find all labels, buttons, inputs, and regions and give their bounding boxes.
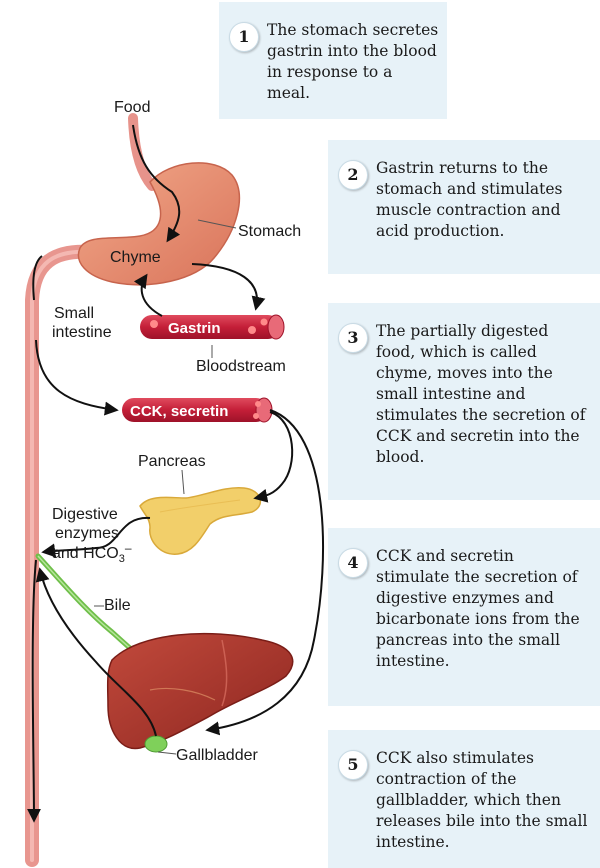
pancreas bbox=[139, 487, 262, 555]
bile-label: Bile bbox=[104, 597, 131, 614]
gastrin-vessel bbox=[140, 314, 285, 340]
bloodstream-label: Bloodstream bbox=[196, 358, 286, 375]
gallbladder-to-intestine-arrow bbox=[35, 567, 157, 737]
gallbladder-label: Gallbladder bbox=[176, 747, 259, 764]
step-number-3: 3 bbox=[338, 323, 368, 353]
cck-secretin-vessel bbox=[122, 397, 273, 423]
step-panel-4: 4 CCK and secretin stimulate the secreti… bbox=[328, 528, 600, 706]
cck-secretin-label: CCK, secretin bbox=[130, 403, 228, 420]
step-text-2: Gastrin returns to the stomach and stimu… bbox=[376, 159, 563, 240]
step-number-4: 4 bbox=[338, 548, 368, 578]
liver bbox=[106, 632, 294, 750]
step-panel-2: 2 Gastrin returns to the stomach and sti… bbox=[328, 140, 600, 274]
step-number-1: 1 bbox=[229, 22, 259, 52]
step-panel-5: 5 CCK also stimulates contraction of the… bbox=[328, 730, 600, 868]
small-intestine-label-line2: intestine bbox=[52, 324, 112, 341]
step-text-3: The partially digested food, which is ca… bbox=[376, 322, 586, 466]
step-text-1: The stomach secretes gastrin into the bl… bbox=[267, 21, 439, 102]
gallbladder bbox=[144, 735, 168, 753]
food-label: Food bbox=[114, 99, 150, 116]
step-panel-1: 1 The stomach secretes gastrin into the … bbox=[219, 2, 447, 119]
gastrin-label: Gastrin bbox=[168, 320, 221, 337]
gastrin-to-stomach-arrow bbox=[133, 273, 163, 317]
chyme-to-gastrin-arrow bbox=[191, 263, 266, 311]
cck-to-gallbladder-arrow bbox=[205, 409, 325, 736]
intestine-down-arrow bbox=[26, 559, 41, 823]
step-number-2: 2 bbox=[338, 160, 368, 190]
food-arrow bbox=[132, 124, 181, 243]
stomach bbox=[77, 162, 241, 286]
stomach-label: Stomach bbox=[238, 223, 301, 240]
esophagus bbox=[128, 113, 157, 191]
step-text-5: CCK also stimulates contraction of the g… bbox=[376, 749, 588, 851]
chyme-label: Chyme bbox=[110, 249, 161, 266]
step-panel-3: 3 The partially digested food, which is … bbox=[328, 303, 600, 500]
small-intestine-label-line1: Small bbox=[54, 305, 94, 322]
cck-to-pancreas-arrow bbox=[253, 411, 294, 503]
intestine-to-cck-arrow bbox=[35, 339, 119, 416]
pancreas-label: Pancreas bbox=[138, 453, 206, 470]
step-text-4: CCK and secretin stimulate the secretion… bbox=[376, 547, 580, 670]
intestine-entry-arrow bbox=[32, 255, 43, 301]
pancreas-to-intestine-arrow bbox=[41, 516, 151, 558]
digestive-enzymes-label-line2: enzymes bbox=[55, 525, 119, 542]
step-number-5: 5 bbox=[338, 750, 368, 780]
digestive-enzymes-label-line1: Digestive bbox=[52, 506, 118, 523]
digestive-enzymes-label-line3: and HCO3– bbox=[52, 541, 132, 565]
